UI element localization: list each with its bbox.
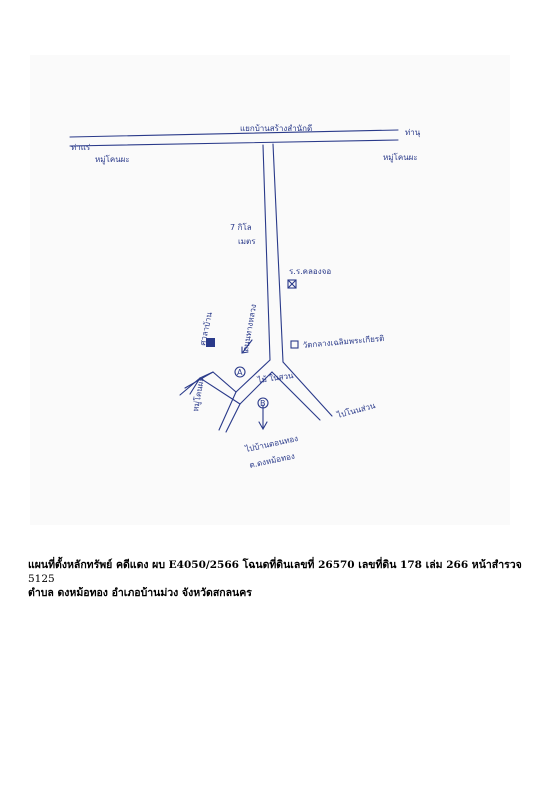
document-caption: แผนที่ตั้งหลักทรัพย์ คดีแดง ผบ E4050/256…	[28, 558, 533, 600]
top-right-sub-label: หมู่โคนผะ	[383, 152, 418, 163]
side-road-left-edge	[262, 144, 271, 361]
junction-label: ถนนทางหลวง	[241, 303, 258, 352]
lower-left-road-d	[218, 391, 237, 431]
lower-left-road-c	[199, 371, 214, 379]
top-right-end-label: ท่านุ	[405, 128, 421, 137]
lot-a-note: ไม้ ในสวน	[256, 371, 294, 385]
school-label: ร.ร.คลองจอ	[289, 267, 331, 276]
to-south-sub-label: ต.ดงหม้อทอง	[249, 452, 296, 470]
school-icon-cross	[287, 279, 297, 289]
to-south-label: ไปบ้านดอนทอง	[244, 434, 299, 454]
lower-left-road-e	[225, 403, 241, 433]
top-left-end-label: ท่าแร่	[71, 143, 91, 152]
side-road-right-edge	[272, 143, 284, 363]
lot-b-marker	[257, 397, 269, 409]
lower-left-road-label: หมู่โคนผะ	[190, 376, 207, 412]
school-icon	[287, 279, 297, 289]
caption-line-3: ตำบล ดงหม้อทอง อำเภอบ้านม่วง จังหวัดสกลน…	[28, 587, 252, 599]
lot-a-marker	[234, 366, 246, 378]
main-road-bottom-edge	[69, 139, 399, 147]
branch-road-right-inner	[271, 371, 321, 421]
lot-arrow-head	[241, 346, 249, 354]
caption-line-1: แผนที่ตั้งหลักทรัพย์ คดีแดง ผบ E4050/256…	[28, 559, 522, 571]
branch-road-left-bottom	[239, 371, 273, 405]
top-left-sub-label: หมู่โคนผะ	[95, 154, 130, 165]
road-distance-unit: เมตร	[238, 237, 256, 246]
shop-connector	[179, 377, 201, 396]
lot-arrow-line	[242, 339, 253, 353]
map-sketch-area	[30, 55, 510, 525]
main-road-top-edge	[69, 129, 399, 138]
lot-a-label: A	[237, 368, 243, 377]
road-distance-label: 7 กิโล	[230, 222, 252, 232]
lot-b-label: B	[260, 399, 266, 408]
branch-road-left-top	[235, 359, 271, 393]
temple-icon	[290, 340, 299, 349]
branch-road-right-outer	[282, 361, 333, 417]
to-right-label: ไปโนนส่วน	[335, 400, 377, 420]
temple-label: วัดกลางเฉลิมพระเกียรติ	[302, 334, 384, 350]
caption-line-2: 5125	[28, 573, 55, 585]
top-road-label: แยกบ้านสร้างสำนักดี	[240, 124, 312, 133]
south-arrow-head	[258, 421, 268, 431]
shop-icon	[206, 338, 215, 347]
